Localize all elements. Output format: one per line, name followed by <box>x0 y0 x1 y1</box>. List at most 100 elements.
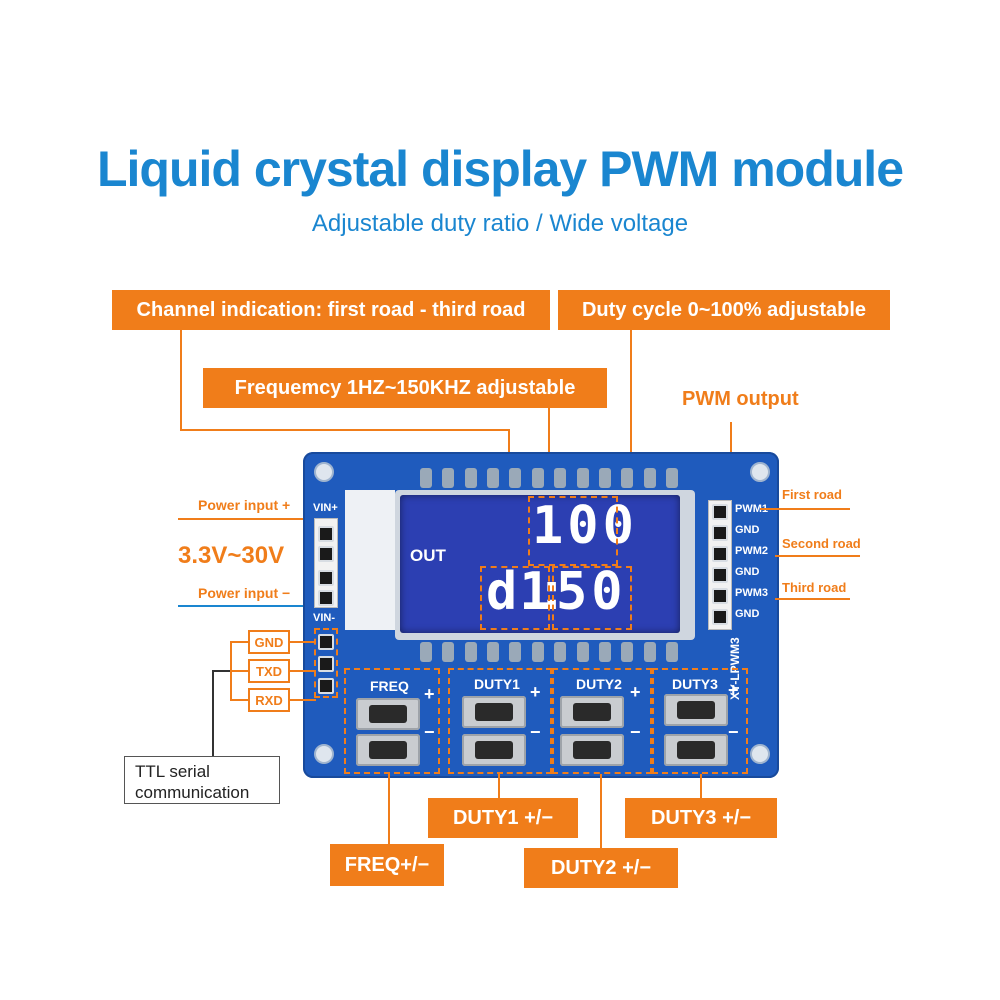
freq-leader <box>388 774 390 844</box>
frequency-callout: Frequemcy 1HZ~150KHZ adjustable <box>203 368 607 408</box>
duty2-callout: DUTY2 +/− <box>524 848 678 888</box>
gnd-tag: GND <box>248 630 290 654</box>
highlight-frequency <box>528 496 618 566</box>
gnd1-silk: GND <box>735 524 760 536</box>
output-header <box>708 500 732 630</box>
gnd2-pin <box>712 567 728 583</box>
page-subtitle: Adjustable duty ratio / Wide voltage <box>311 210 689 237</box>
duty3-leader <box>700 774 702 798</box>
ttl-serial-box: TTL serial communication <box>124 756 280 804</box>
duty2-minus-silk: − <box>630 722 641 742</box>
pwm-output-label: PWM output <box>682 388 799 410</box>
freq-minus-button[interactable] <box>356 734 420 766</box>
power-plus-line <box>178 518 320 520</box>
power-minus-line <box>178 605 320 607</box>
freq-plus-button[interactable] <box>356 698 420 730</box>
duty2-plus-button[interactable] <box>560 696 624 728</box>
vin-minus-silk: VIN- <box>313 612 335 624</box>
channel-leader-v1 <box>180 330 182 430</box>
duty1-minus-button[interactable] <box>462 734 526 766</box>
gnd3-silk: GND <box>735 608 760 620</box>
duty1-plus-button[interactable] <box>462 696 526 728</box>
duty3-minus-button[interactable] <box>664 734 728 766</box>
pwm2-silk: PWM2 <box>735 545 768 557</box>
highlight-duty1-buttons <box>448 668 552 774</box>
ttl-line1: TTL serial <box>135 762 210 781</box>
duty2-minus-button[interactable] <box>560 734 624 766</box>
duty1-callout: DUTY1 +/− <box>428 798 578 838</box>
vin-plus-silk: VIN+ <box>313 502 338 514</box>
duty3-minus-silk: − <box>728 722 739 742</box>
gnd1-pin <box>712 525 728 541</box>
duty1-silk: DUTY1 <box>474 676 520 692</box>
ttl-bracket-bot <box>230 699 248 701</box>
rxd-tag-line <box>290 699 316 701</box>
txd-serial-pin <box>318 656 334 672</box>
second-road-line <box>775 555 860 557</box>
duty-leader <box>630 330 632 570</box>
duty1-leader <box>498 774 500 798</box>
highlight-duty2-buttons <box>552 668 652 774</box>
lcd-colon: : <box>536 562 568 622</box>
rxd-serial-pin <box>318 678 334 694</box>
ttl-leader <box>212 670 214 756</box>
vin-plus-pin-2 <box>318 546 334 562</box>
second-road-label: Second road <box>782 536 861 551</box>
pwm1-pin <box>712 504 728 520</box>
lcd-bottom-pins <box>420 642 678 662</box>
ttl-bracket-mid <box>230 670 248 672</box>
page-title: Liquid crystal display PWM module <box>96 141 904 197</box>
ttl-leader-h <box>212 670 230 672</box>
ttl-line2: communication <box>135 783 250 802</box>
duty3-silk: DUTY3 <box>672 676 718 692</box>
vin-minus-pin-2 <box>318 590 334 606</box>
gnd2-silk: GND <box>735 566 760 578</box>
power-plus-label: Power input + <box>198 497 291 513</box>
duty1-plus-silk: + <box>530 682 541 702</box>
freq-callout: FREQ+/− <box>330 844 444 886</box>
duty3-plus-silk: + <box>728 680 739 700</box>
duty-cycle-callout: Duty cycle 0~100% adjustable <box>558 290 890 330</box>
mount-hole-bl <box>314 744 334 764</box>
voltage-label: 3.3V~30V <box>178 542 285 569</box>
lcd-channel-value: d1 <box>486 562 553 622</box>
ttl-bracket-top <box>230 641 248 643</box>
duty2-plus-silk: + <box>630 682 641 702</box>
third-road-line <box>775 598 850 600</box>
txd-tag-line <box>290 670 316 672</box>
freq-plus-silk: + <box>424 684 435 704</box>
duty2-silk: DUTY2 <box>576 676 622 692</box>
third-road-label: Third road <box>782 580 847 595</box>
mount-hole-tl <box>314 462 334 482</box>
channel-leader-h <box>180 429 510 431</box>
first-road-line <box>760 508 850 510</box>
gnd-serial-pin <box>318 634 334 650</box>
pwm3-pin <box>712 588 728 604</box>
pwm3-silk: PWM3 <box>735 587 768 599</box>
highlight-channel <box>480 566 550 630</box>
highlight-duty3-buttons <box>652 668 748 774</box>
lcd-duty-value: 50 <box>556 562 627 622</box>
mount-hole-br <box>750 744 770 764</box>
channel-callout: Channel indication: first road - third r… <box>112 290 550 330</box>
first-road-label: First road <box>782 487 842 502</box>
pwm2-pin <box>712 546 728 562</box>
lcd-ribbon <box>345 490 395 630</box>
mount-hole-tr <box>750 462 770 482</box>
gnd3-pin <box>712 609 728 625</box>
lcd-out-label: OUT <box>410 546 446 565</box>
gnd-tag-line <box>290 641 316 643</box>
freq-silk: FREQ <box>370 678 409 694</box>
freq-minus-silk: − <box>424 722 435 742</box>
highlight-duty <box>552 566 632 630</box>
lcd-top-pins <box>420 468 678 488</box>
rxd-tag: RXD <box>248 688 290 712</box>
duty2-leader <box>600 774 602 848</box>
highlight-freq-buttons <box>344 668 440 774</box>
txd-tag: TXD <box>248 659 290 683</box>
highlight-serial <box>314 628 338 698</box>
duty3-plus-button[interactable] <box>664 694 728 726</box>
duty1-minus-silk: − <box>530 722 541 742</box>
power-minus-label: Power input − <box>198 585 291 601</box>
duty3-callout: DUTY3 +/− <box>625 798 777 838</box>
